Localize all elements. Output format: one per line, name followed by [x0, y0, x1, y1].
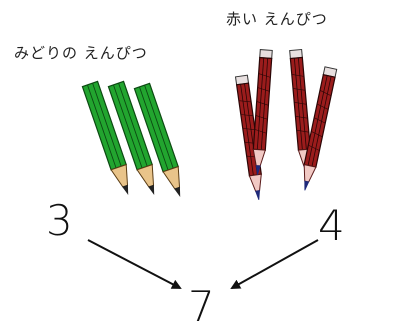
right-arrow — [230, 239, 319, 289]
number-seven-result: 7 — [188, 282, 215, 331]
number-three: 3 — [46, 196, 73, 245]
red-pencil-2 — [250, 48, 273, 176]
red-pencils-label: 赤い えんぴつ — [226, 10, 328, 28]
left-arrow — [87, 239, 182, 289]
green-pencils-label: みどりの えんぴつ — [14, 44, 148, 62]
number-four: 4 — [318, 201, 345, 250]
